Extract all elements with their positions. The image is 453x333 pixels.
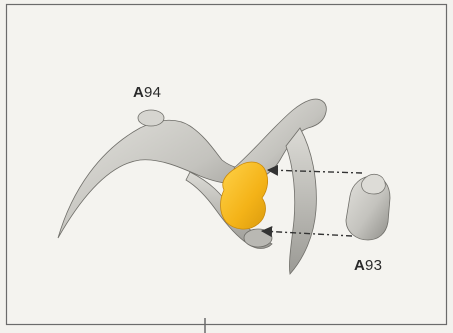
part-label-a94-number: 94 (144, 84, 161, 101)
knob (138, 110, 164, 126)
part-label-a94: A94 (133, 84, 161, 101)
part-label-a93-number: 93 (365, 257, 382, 274)
part-label-a93-letter: A (354, 257, 365, 274)
part-label-a94-letter: A (133, 84, 144, 101)
part-label-a93: A93 (354, 257, 382, 274)
